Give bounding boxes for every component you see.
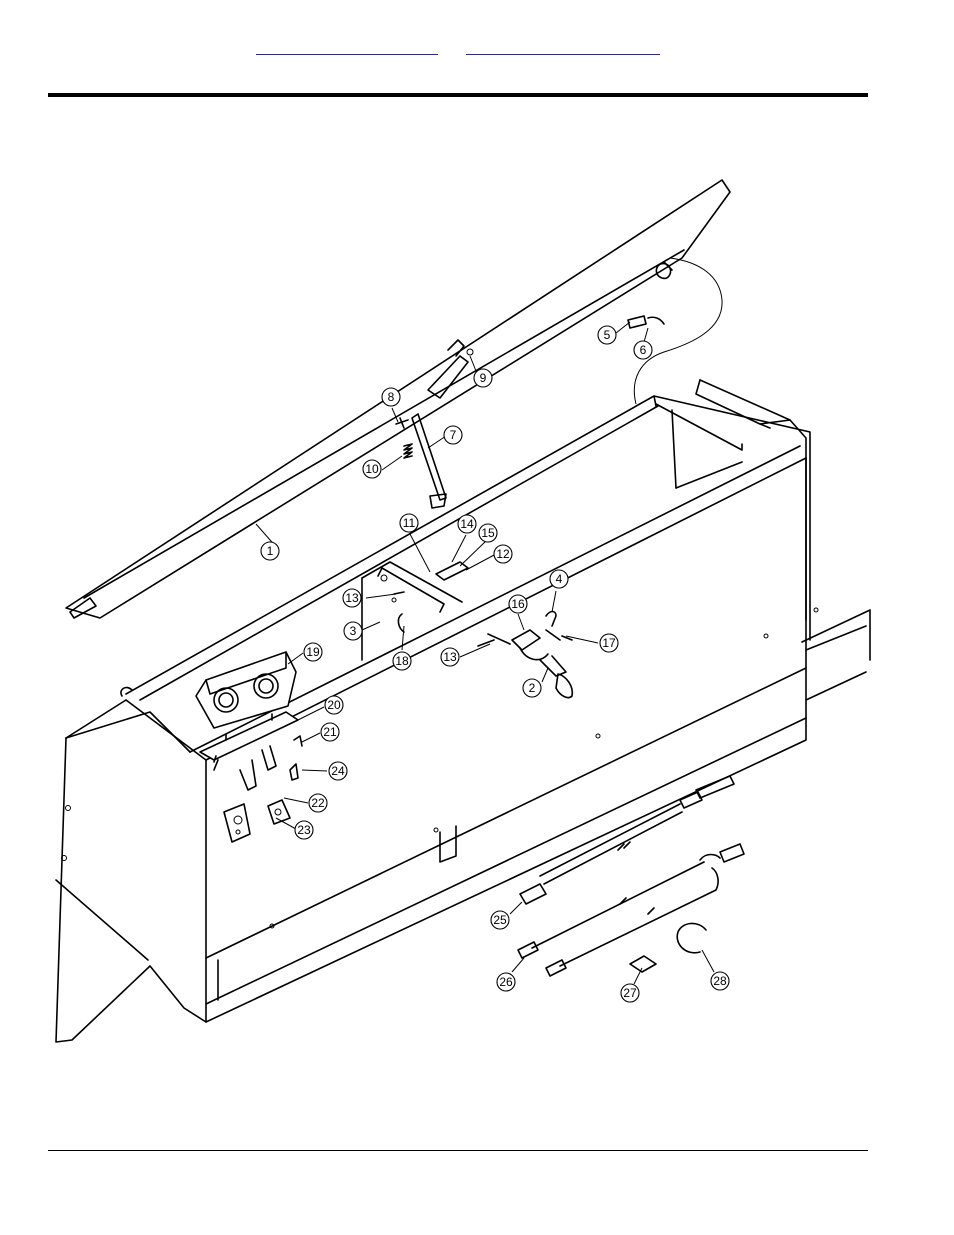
svg-text:17: 17: [602, 636, 616, 650]
callout-16: 16: [509, 595, 527, 613]
svg-text:7: 7: [450, 428, 457, 442]
callout-2: 2: [523, 679, 541, 697]
svg-text:25: 25: [493, 913, 507, 927]
svg-text:3: 3: [350, 624, 357, 638]
callout-18: 18: [393, 652, 411, 670]
callout-27: 27: [621, 984, 639, 1002]
callout-15: 15: [479, 524, 497, 542]
svg-text:27: 27: [623, 986, 637, 1000]
hinge-pin: [628, 316, 664, 328]
svg-text:14: 14: [460, 517, 474, 531]
svg-text:19: 19: [306, 645, 320, 659]
clip-27: [630, 956, 656, 972]
svg-text:1: 1: [267, 544, 274, 558]
spring-10: [404, 444, 412, 458]
svg-text:21: 21: [323, 725, 337, 739]
callout-1: 1: [261, 542, 279, 560]
callout-5: 5: [598, 326, 616, 344]
svg-text:13: 13: [345, 591, 359, 605]
svg-text:6: 6: [640, 343, 647, 357]
callout-20: 20: [325, 696, 343, 714]
svg-text:28: 28: [713, 974, 727, 988]
svg-text:10: 10: [365, 462, 379, 476]
callout-19: 19: [304, 643, 322, 661]
callout-25: 25: [491, 911, 509, 929]
callout-14: 14: [458, 515, 476, 533]
callout-3: 3: [344, 622, 362, 640]
callout-8: 8: [382, 388, 400, 406]
svg-text:12: 12: [496, 547, 510, 561]
svg-text:2: 2: [529, 681, 536, 695]
callout-17: 17: [600, 634, 618, 652]
svg-text:24: 24: [331, 764, 345, 778]
callout-21: 21: [321, 723, 339, 741]
svg-text:5: 5: [604, 328, 611, 342]
box-body: [56, 380, 870, 1042]
callout-11: 11: [400, 514, 418, 532]
callout-24: 24: [329, 762, 347, 780]
svg-text:4: 4: [556, 572, 563, 586]
svg-text:8: 8: [388, 390, 395, 404]
callout-28: 28: [711, 972, 729, 990]
svg-text:22: 22: [311, 796, 325, 810]
callout-13b: 13: [441, 648, 459, 666]
svg-text:9: 9: [480, 371, 487, 385]
svg-text:16: 16: [511, 597, 525, 611]
leader-lines: [256, 322, 714, 984]
svg-text:15: 15: [481, 526, 495, 540]
callout-13a: 13: [343, 589, 361, 607]
callout-22: 22: [309, 794, 327, 812]
callout-26: 26: [497, 973, 515, 991]
callout-4: 4: [550, 570, 568, 588]
cable-tie-28: [677, 923, 706, 952]
callout-23: 23: [295, 821, 313, 839]
callout-12: 12: [494, 545, 512, 563]
callout-9: 9: [474, 369, 492, 387]
svg-text:18: 18: [395, 654, 409, 668]
lamp-housing: [196, 652, 302, 842]
svg-text:13: 13: [443, 650, 457, 664]
callout-10: 10: [363, 460, 381, 478]
svg-text:20: 20: [327, 698, 341, 712]
svg-text:11: 11: [403, 516, 416, 530]
callout-6: 6: [634, 341, 652, 359]
svg-text:26: 26: [499, 975, 513, 989]
callout-7: 7: [444, 426, 462, 444]
svg-text:23: 23: [297, 823, 311, 837]
wiring-harness: [518, 776, 744, 976]
